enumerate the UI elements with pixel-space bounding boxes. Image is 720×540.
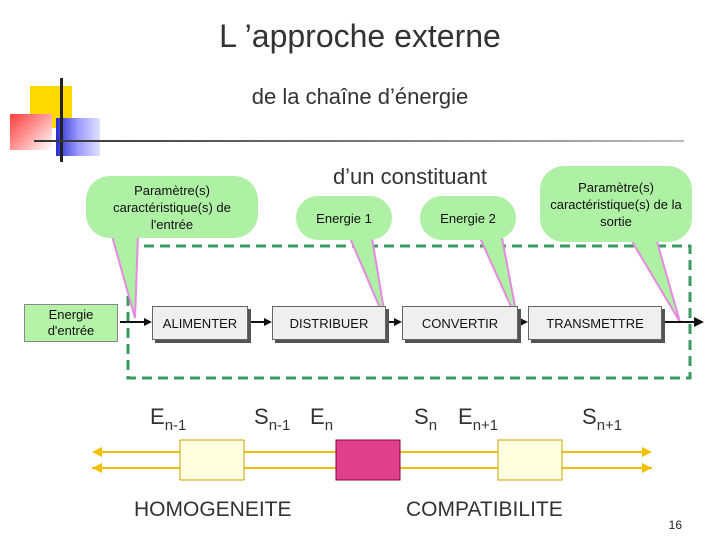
- block-transmettre: TRANSMETTRE: [528, 306, 662, 340]
- page-title: L ’approche externe: [219, 18, 501, 54]
- previous-component-box: [179, 439, 245, 481]
- block-distribuer: DISTRIBUER: [272, 306, 386, 340]
- constituant-frame: [126, 244, 692, 380]
- constituant-label: d’un constituant: [332, 164, 488, 189]
- compatibilite-label: COMPATIBILITE: [406, 498, 563, 521]
- block-convertir: CONVERTIR: [402, 306, 518, 340]
- bubble-input-parameters: Paramètre(s) caractéristique(s) de l'ent…: [86, 176, 258, 238]
- bubble-output-parameters: Paramètre(s) caractéristique(s) de la so…: [540, 166, 692, 242]
- label-en-1: En-1: [150, 404, 187, 434]
- label-en1: En+1: [458, 404, 499, 434]
- bubble-energie-2: Energie 2: [420, 196, 516, 240]
- label-sn-1: Sn-1: [254, 404, 291, 434]
- next-component-box: [497, 439, 563, 481]
- logo-decoration: [0, 78, 684, 162]
- block-alimenter: ALIMENTER: [152, 306, 248, 340]
- homogeneite-label: HOMOGENEITE: [134, 498, 292, 521]
- label-sn1: Sn+1: [582, 404, 623, 434]
- page-number: 16: [668, 518, 682, 532]
- label-en: En: [310, 404, 334, 434]
- current-component-box: [335, 439, 401, 481]
- page-subtitle: de la chaîne d’énergie: [251, 84, 469, 109]
- bubble-energie-1: Energie 1: [296, 196, 392, 240]
- label-sn: Sn: [414, 404, 438, 434]
- energie-entree-block: Energie d'entrée: [24, 304, 118, 342]
